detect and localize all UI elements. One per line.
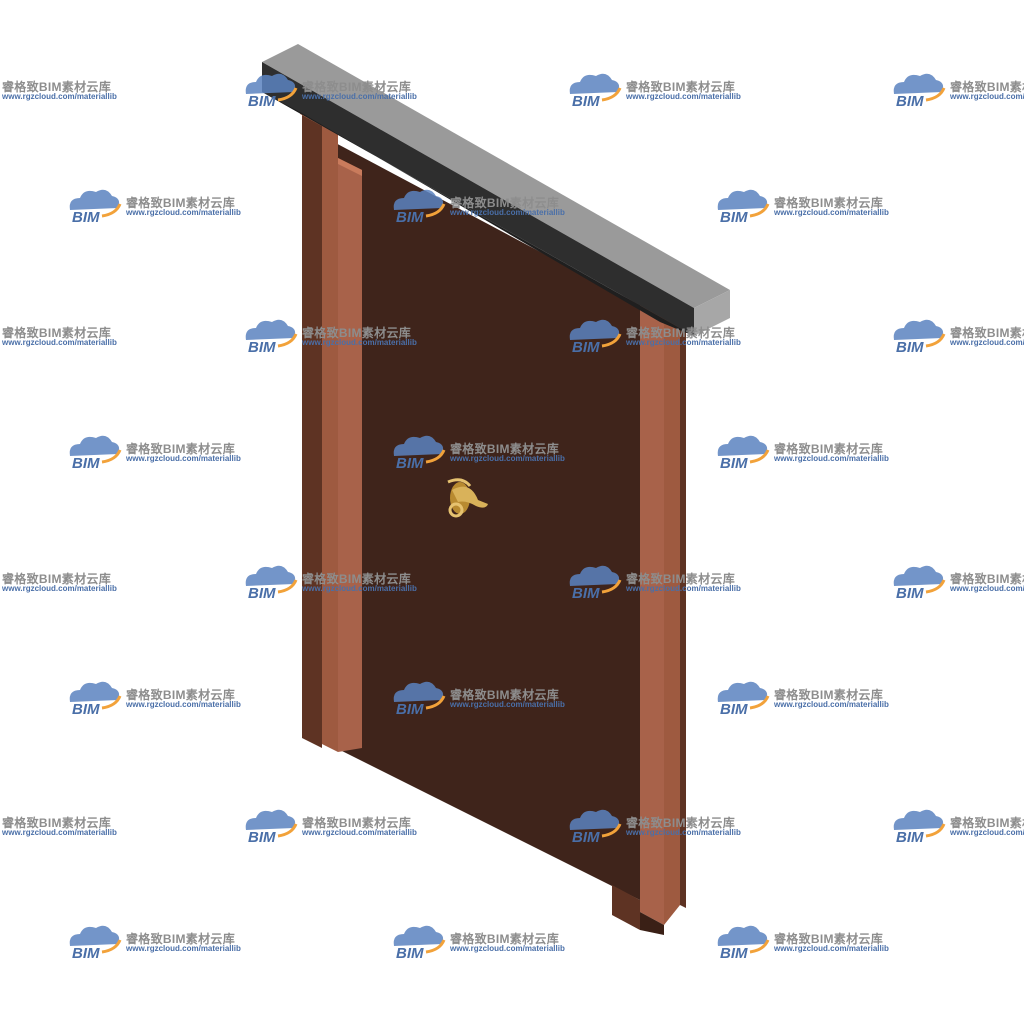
right-jamb-bottom xyxy=(612,885,640,930)
right-jamb-foot xyxy=(640,912,664,935)
header-side xyxy=(262,62,694,336)
header-top xyxy=(262,44,730,308)
right-jamb-face xyxy=(664,318,680,925)
left-jamb-stop xyxy=(338,158,362,752)
header-front xyxy=(694,290,730,336)
left-jamb-back xyxy=(302,112,322,748)
header-underside xyxy=(262,92,694,336)
door-panel xyxy=(330,140,640,900)
lever-handle-icon xyxy=(447,478,488,518)
left-jamb-stop-edge xyxy=(338,158,362,176)
right-jamb-stop xyxy=(640,305,664,925)
right-jamb-back xyxy=(680,326,686,908)
left-jamb-face xyxy=(322,122,338,752)
